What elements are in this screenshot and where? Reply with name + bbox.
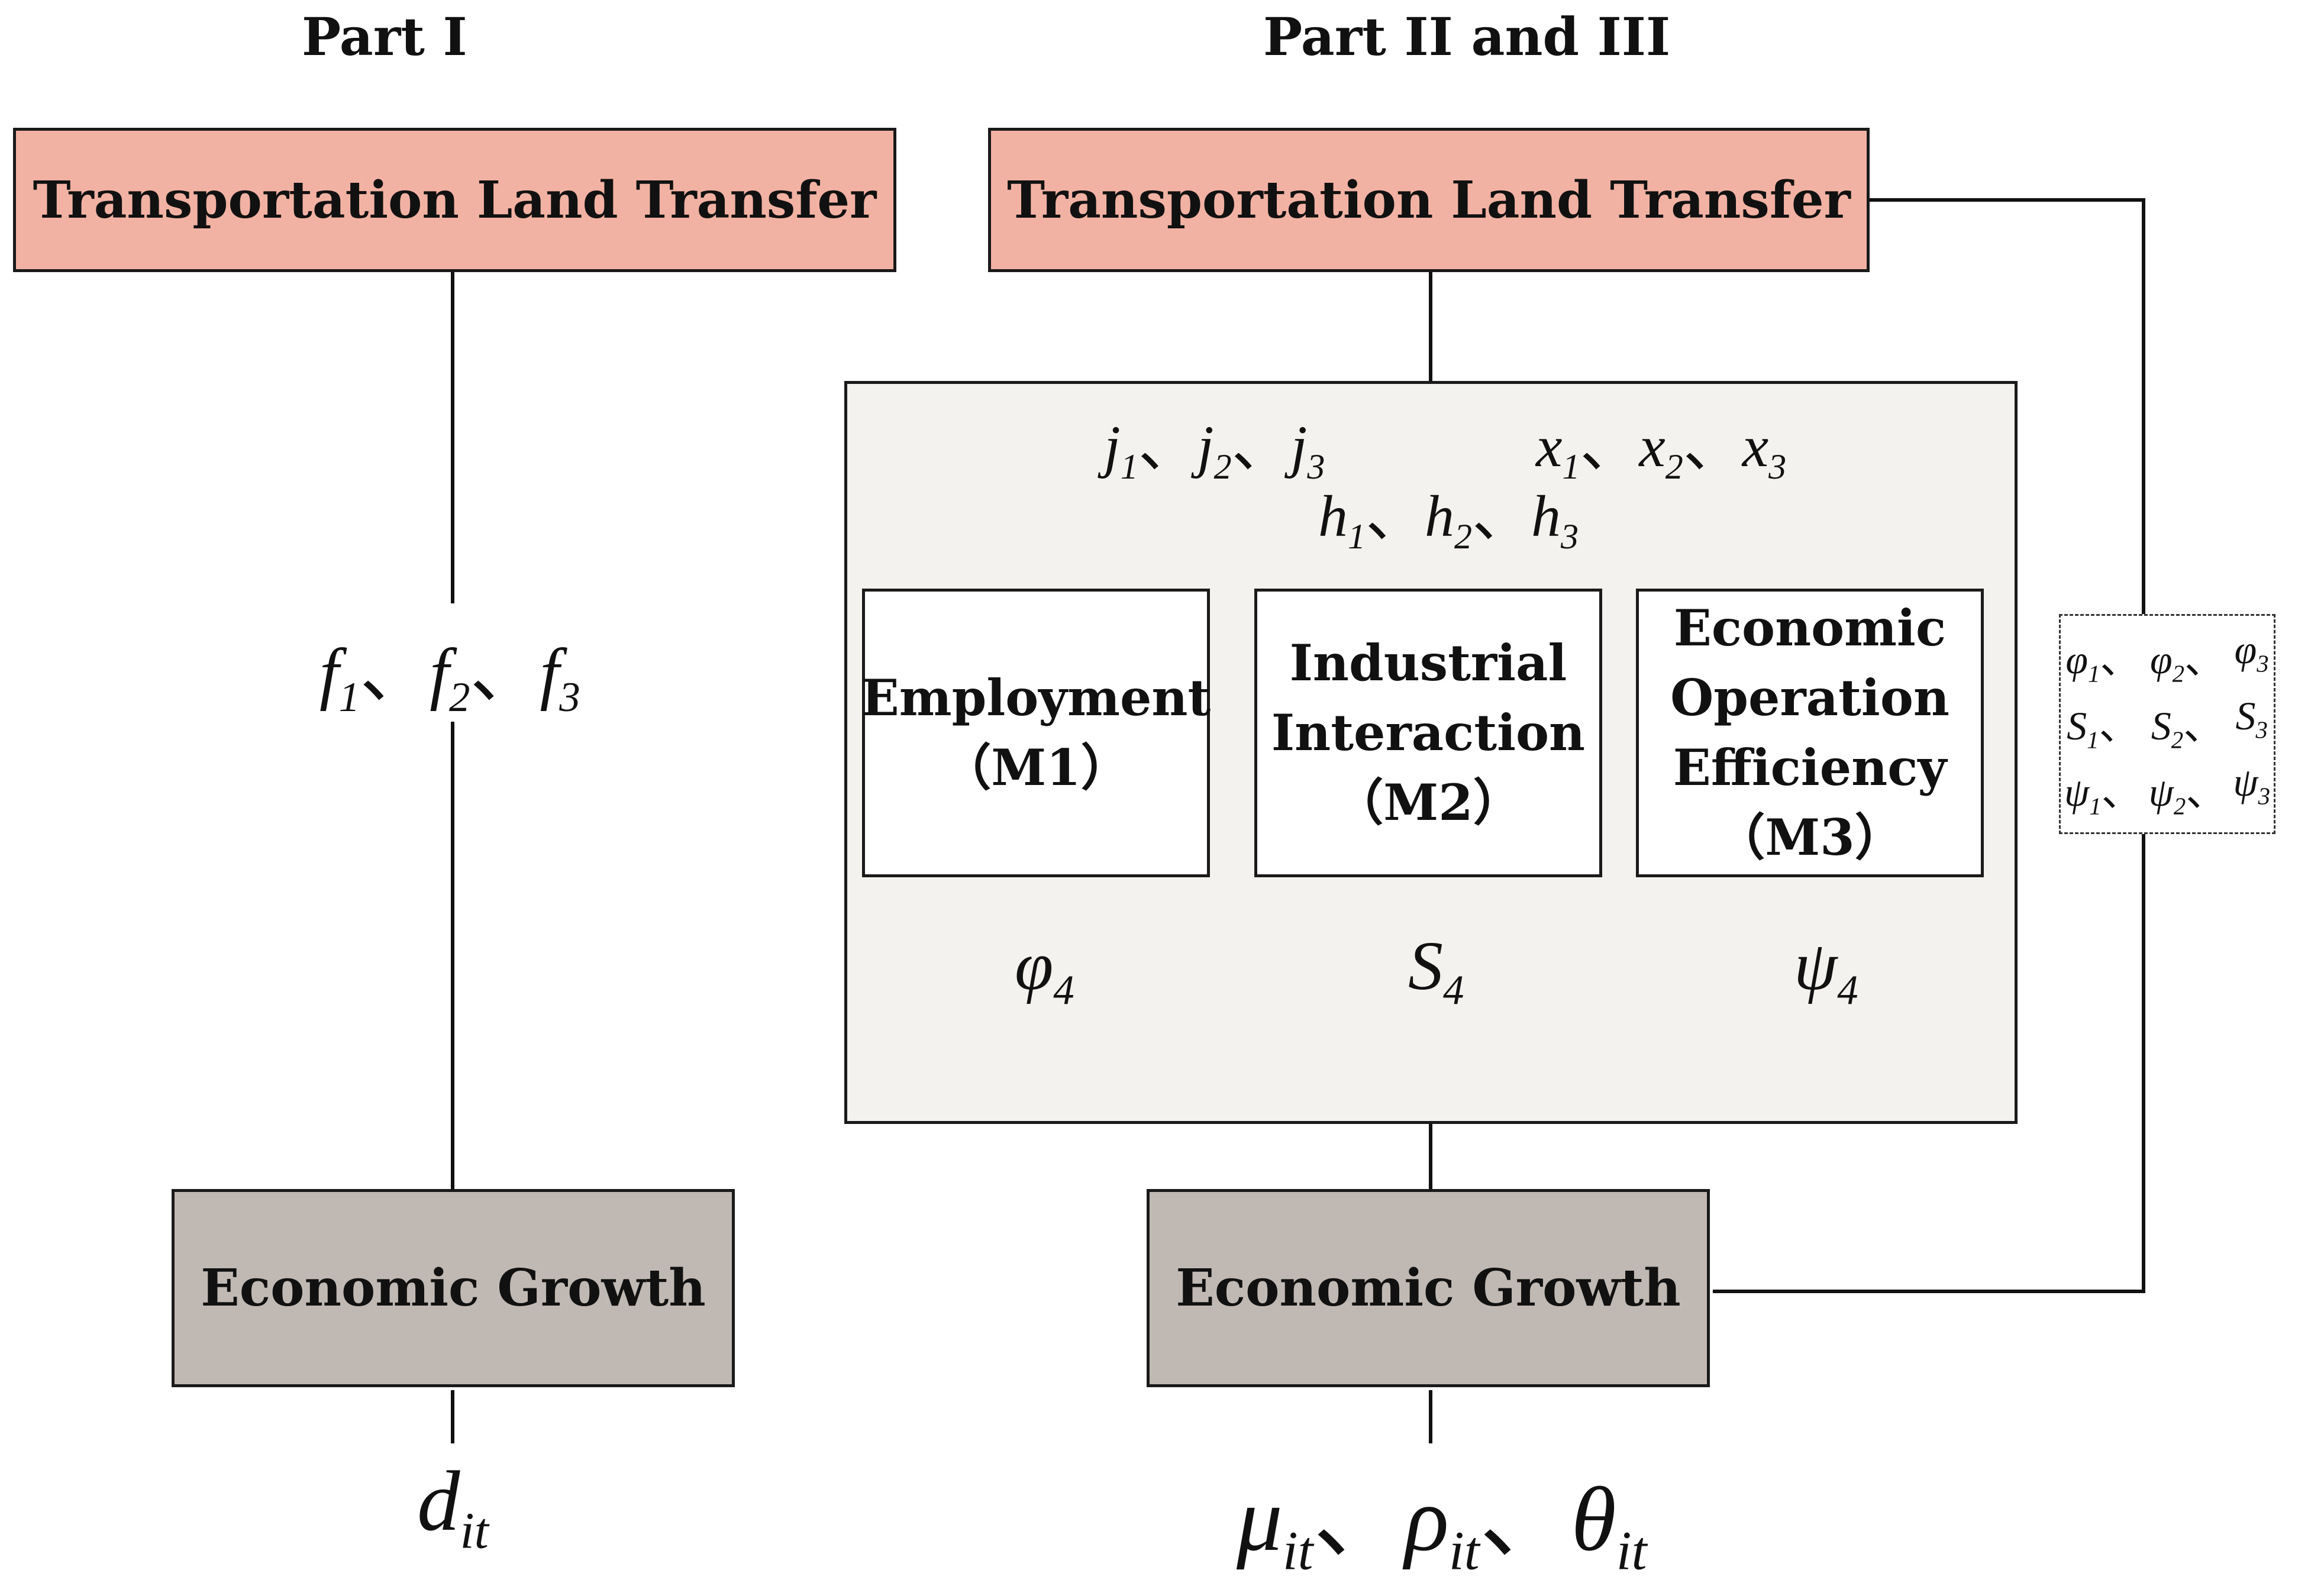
outcome-coefficient: ψ4 [1794,927,1858,1013]
direct-effect-row: φ1、φ2、φ3 [2061,626,2274,687]
right-source-box-label: Transportation Land Transfer [1007,170,1851,230]
direct-effect-coefficient: ψ3 [2233,760,2270,810]
path-coefficient: f3 [540,634,580,721]
m2-outcome-coefficient: S4 [1408,926,1464,1015]
path-coefficient: h2 [1425,483,1472,556]
direct-effect-row: ψ1、ψ2、ψ3 [2061,759,2274,820]
outcome-coefficient: φ4 [1015,927,1074,1013]
direct-effect-coefficient: φ2 [2149,637,2185,687]
outcome-coefficient: S4 [1408,927,1464,1013]
right-target-box-label: Economic Growth [1176,1258,1681,1318]
m3-path-coefficients: x1、x2、x3 [1532,398,1790,487]
path-coefficient: f1 [319,634,360,721]
separator-mark: 、 [1683,413,1742,479]
right-source-box: Transportation Land Transfer [988,128,1870,272]
mediator-employment-label: Employment （M1） [861,668,1211,797]
direct-effect-row: S1、S2、S3 [2061,693,2274,754]
separator-mark: 、 [1366,483,1425,549]
left-source-box-label: Transportation Land Transfer [33,170,877,230]
left-path-coefficients: f1、f2、f3 [319,615,580,722]
mediator-industrial-box: Industrial Interaction （M2） [1254,589,1602,877]
direct-effect-upper-line [1870,198,2145,614]
separator-mark: 、 [1138,413,1197,479]
mediator-employment-box: Employment （M1） [861,589,1211,877]
separator-mark: 、 [2184,637,2225,682]
separator-mark: 、 [2100,637,2141,682]
direct-effect-coefficient: S1 [2067,703,2099,754]
path-coefficient: j3 [1290,413,1325,486]
left-source-box: Transportation Land Transfer [13,128,896,272]
path-coefficient: x3 [1742,413,1787,486]
direct-effect-coefficient: φ3 [2234,627,2269,677]
mediator-efficiency-box: Economic Operation Efficiency （M3） [1636,589,1984,877]
control-variable: μit [1237,1468,1313,1582]
separator-mark: 、 [1313,1468,1405,1570]
path-coefficient: x1 [1536,413,1580,486]
direct-effect-coefficient: S3 [2235,693,2268,744]
m3-outcome-coefficient: ψ4 [1794,926,1858,1015]
path-coefficient: j2 [1197,413,1232,486]
m1-outcome-coefficient: φ4 [1015,926,1074,1015]
m1-path-coefficients: j1、j2、j3 [1100,398,1329,487]
left-control-label: dit [417,1452,489,1560]
left-target-box-label: Economic Growth [201,1258,706,1318]
control-variable: dit [417,1454,489,1559]
path-coefficient: f2 [430,634,470,721]
left-target-box: Economic Growth [172,1189,735,1387]
separator-mark: 、 [360,634,430,712]
control-variable: ρit [1405,1468,1480,1582]
direct-effect-coefficient: ψ2 [2148,770,2186,820]
part-one-title: Part I [302,6,467,67]
separator-mark: 、 [2101,770,2142,815]
direct-effect-coefficient: ψ1 [2064,770,2102,820]
separator-mark: 、 [470,634,540,712]
right-target-box: Economic Growth [1147,1189,1710,1387]
control-variable: θit [1571,1468,1647,1582]
separator-mark: 、 [2186,770,2226,815]
separator-mark: 、 [1472,483,1531,549]
direct-effect-coefficient: φ1 [2065,637,2100,687]
path-coefficient: j1 [1104,413,1138,486]
right-control-labels: μit、ρit、θit [1237,1443,1647,1583]
mediator-industrial-label: Industrial Interaction （M2） [1271,634,1586,832]
direct-effect-coefficient: S2 [2151,703,2184,754]
path-coefficient: h3 [1531,483,1579,556]
separator-mark: 、 [1479,1468,1571,1570]
direct-effect-arrow [1712,834,2145,1294]
separator-mark: 、 [2183,703,2224,748]
part-two-three-title: Part II and III [1263,6,1671,67]
separator-mark: 、 [2099,703,2139,748]
m2-path-coefficients: h1、h2、h3 [1318,467,1579,557]
path-coefficient: h1 [1318,483,1366,556]
mediator-efficiency-label: Economic Operation Efficiency （M3） [1670,599,1949,867]
separator-mark: 、 [1580,413,1639,479]
path-coefficient: x2 [1639,413,1683,486]
separator-mark: 、 [1231,413,1291,479]
